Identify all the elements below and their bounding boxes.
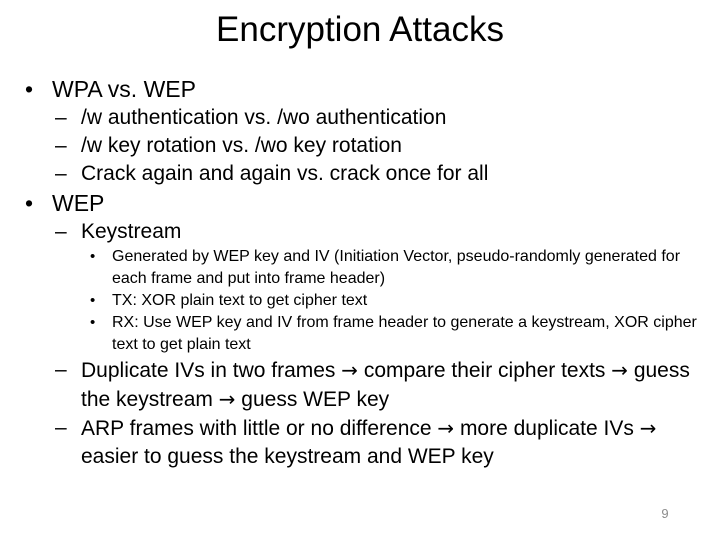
bullet-item-level-1: • WPA vs. WEP	[0, 74, 720, 104]
bullet-text: Crack again and again vs. crack once for…	[81, 162, 489, 185]
bullet-item-level-3: • RX: Use WEP key and IV from frame heade…	[0, 312, 720, 356]
bullet-marker-icon: •	[90, 248, 96, 265]
bullet-text: /w authentication vs. /wo authentication	[81, 106, 447, 129]
bullet-item-level-2: –ARP frames with little or no difference…	[0, 414, 720, 471]
bullet-item-level-3: • Generated by WEP key and IV (Initiation…	[0, 246, 720, 290]
bullet-item-level-1: • WEP	[0, 188, 720, 218]
bullet-marker-icon: •	[90, 314, 96, 331]
dash-marker-icon: –	[55, 134, 67, 157]
bullet-marker-icon: •	[25, 76, 34, 102]
bullet-marker-icon: •	[90, 292, 96, 309]
right-arrow-icon: →	[341, 358, 358, 382]
bullet-text: /w key rotation vs. /wo key rotation	[81, 134, 402, 157]
right-arrow-icon: →	[218, 387, 236, 411]
slide-body: •WPA vs. WEP–/w authentication vs. /wo a…	[0, 74, 720, 471]
dash-marker-icon: –	[55, 220, 67, 243]
dash-marker-icon: –	[55, 162, 67, 185]
bullet-text: Duplicate IVs in two frames → compare th…	[81, 358, 690, 411]
right-arrow-icon: →	[611, 358, 628, 382]
dash-marker-icon: –	[55, 358, 67, 381]
bullet-item-level-3: • TX: XOR plain text to get cipher text	[0, 290, 720, 312]
bullet-text: TX: XOR plain text to get cipher text	[112, 292, 368, 309]
bullet-marker-icon: •	[25, 190, 34, 216]
bullet-text: Keystream	[81, 220, 182, 243]
bullet-item-level-2: –Duplicate IVs in two frames → compare t…	[0, 356, 720, 414]
bullet-item-level-2: –/w authentication vs. /wo authenticatio…	[0, 104, 720, 132]
bullet-text: ARP frames with little or no difference …	[81, 416, 657, 468]
bullet-text: WEP	[52, 190, 105, 216]
right-arrow-icon: →	[639, 416, 657, 440]
page-number: 9	[661, 506, 669, 521]
dash-marker-icon: –	[55, 416, 67, 439]
bullet-item-level-2: –/w key rotation vs. /wo key rotation	[0, 132, 720, 160]
dash-marker-icon: –	[55, 106, 67, 129]
bullet-item-level-2: –Crack again and again vs. crack once fo…	[0, 160, 720, 188]
bullet-text: WPA vs. WEP	[52, 76, 196, 102]
right-arrow-icon: →	[437, 416, 455, 440]
bullet-text: Generated by WEP key and IV (Initiation …	[112, 248, 681, 287]
bullet-item-level-2: –Keystream	[0, 218, 720, 246]
bullet-text: RX: Use WEP key and IV from frame header…	[112, 314, 697, 353]
page-title: Encryption Attacks	[216, 10, 504, 49]
